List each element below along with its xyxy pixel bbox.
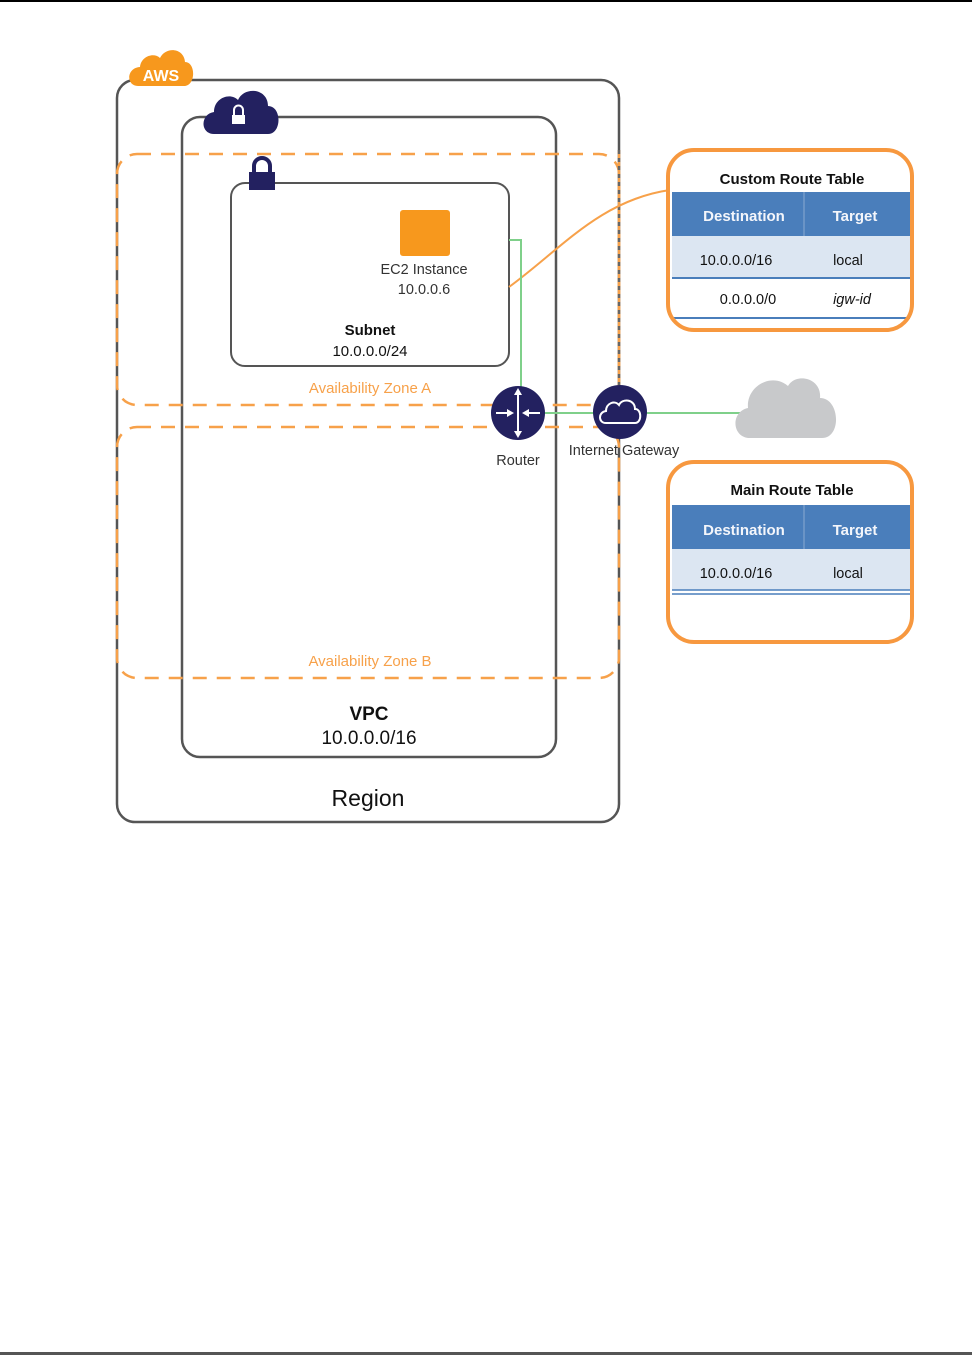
- custom-route-table-highlight: [666, 148, 914, 332]
- internet-gateway-label: Internet Gateway: [569, 443, 680, 459]
- ec2-instance-ip: 10.0.0.6: [398, 282, 450, 298]
- subnet-label: Subnet: [345, 322, 396, 339]
- custom-route-table-header: [672, 192, 910, 236]
- subnet-route-table-association: [508, 189, 671, 288]
- region-box: [115, 78, 621, 824]
- main-route-table-col-destination: Destination: [703, 522, 785, 539]
- page-bottom-rule: [0, 1352, 972, 1355]
- custom-route-table: Custom Route Table Destination Target 10…: [666, 148, 914, 332]
- aws-cloud-icon: AWS: [129, 50, 194, 86]
- main-route-row-1-destination: 10.0.0.0/16: [700, 566, 773, 582]
- custom-route-table-col-destination: Destination: [703, 208, 785, 225]
- main-route-table-title: Main Route Table: [730, 482, 853, 499]
- main-route-table-header: [672, 505, 910, 549]
- custom-route-table-title: Custom Route Table: [720, 171, 865, 188]
- page-top-rule: [0, 0, 972, 2]
- availability-zone-b-label: Availability Zone B: [308, 653, 431, 670]
- region-label: Region: [332, 785, 405, 811]
- custom-route-row-2-destination: 0.0.0.0/0: [720, 292, 776, 308]
- main-route-table-highlight: [666, 460, 914, 644]
- router-label: Router: [496, 453, 540, 469]
- availability-zone-a-label: Availability Zone A: [309, 380, 431, 397]
- custom-route-row-2-target: igw-id: [833, 292, 872, 308]
- main-route-table-row: [672, 549, 910, 590]
- main-route-table: Main Route Table Destination Target 10.0…: [666, 460, 914, 644]
- custom-route-row-1-target: local: [833, 253, 863, 269]
- aws-badge-label: AWS: [143, 68, 180, 85]
- vpc-lock-cloud-icon: [203, 90, 279, 134]
- vpc-label: VPC: [349, 704, 388, 725]
- vpc-box: [180, 115, 558, 759]
- custom-route-table-col-target: Target: [833, 208, 878, 225]
- internet-gateway-icon[interactable]: [593, 385, 647, 439]
- custom-route-table-row: [672, 236, 910, 277]
- main-route-table-col-target: Target: [833, 522, 878, 539]
- subnet-cidr: 10.0.0.0/24: [332, 343, 407, 360]
- subnet-lock-icon: [249, 156, 275, 190]
- router-icon[interactable]: [491, 386, 545, 440]
- vpc-cidr: 10.0.0.0/16: [321, 728, 416, 749]
- ec2-instance-icon[interactable]: [400, 210, 450, 256]
- custom-route-row-1-destination: 10.0.0.0/16: [700, 253, 773, 269]
- main-route-row-1-target: local: [833, 566, 863, 582]
- availability-zone-b-box: [115, 425, 621, 680]
- internet-cloud-icon: [735, 378, 837, 438]
- subnet-to-router-line: [509, 239, 522, 390]
- availability-zone-a-box: [115, 152, 621, 407]
- ec2-instance-label: EC2 Instance: [380, 262, 467, 278]
